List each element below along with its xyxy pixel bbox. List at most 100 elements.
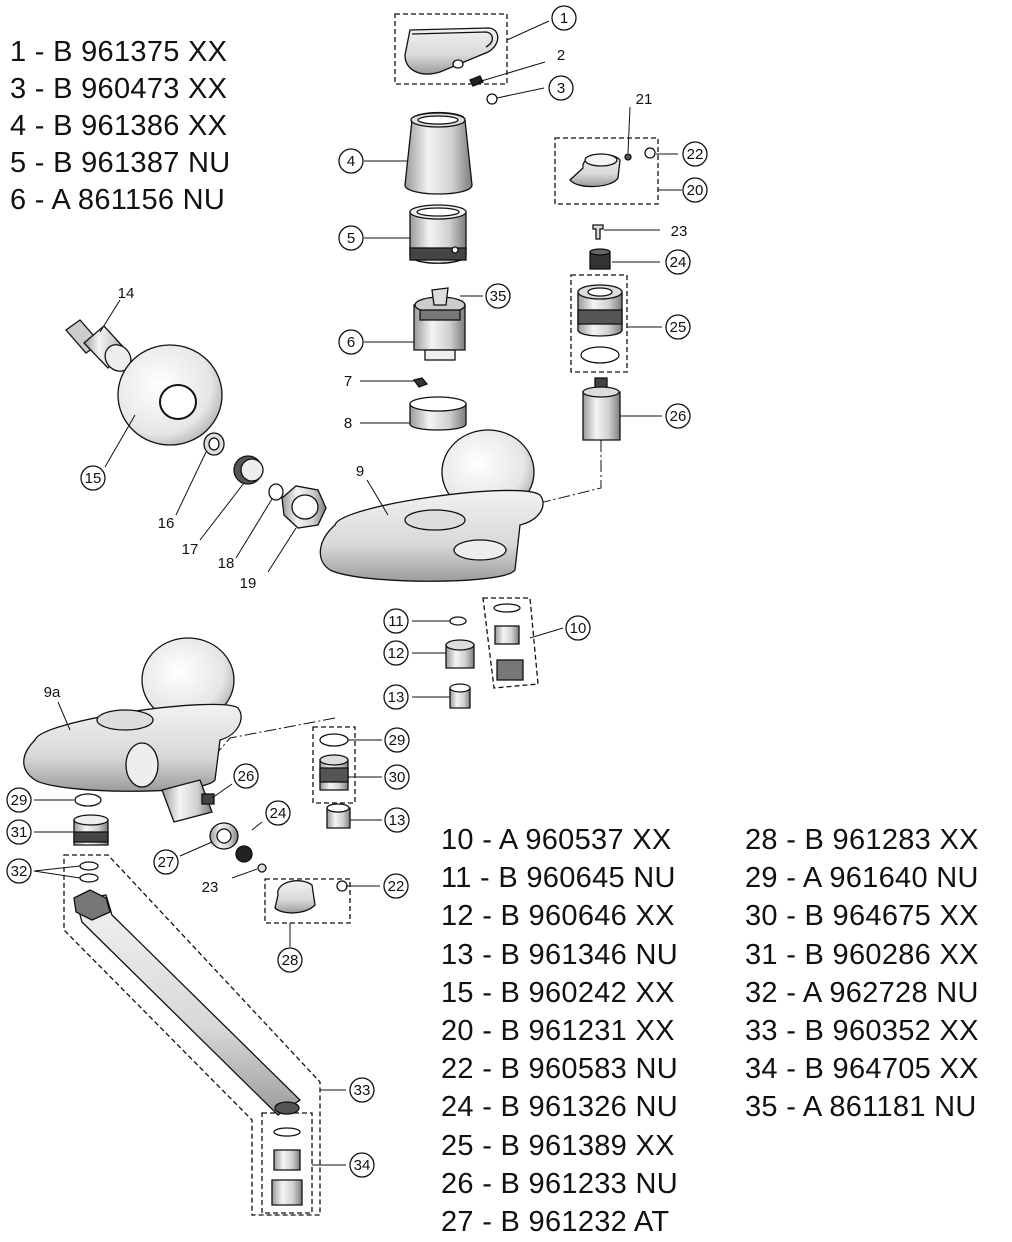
callout-12: 12 xyxy=(388,645,405,662)
part-26-valve-left xyxy=(161,779,215,823)
parts-list-item: 26 - B 961233 NU xyxy=(441,1167,678,1200)
callout-17: 17 xyxy=(182,541,199,558)
part-21-screw xyxy=(624,153,632,161)
part-23-screw xyxy=(592,224,604,240)
part-8-ring xyxy=(409,396,467,431)
part-22-cap xyxy=(644,147,656,159)
callout-14: 14 xyxy=(118,285,135,302)
callout-4: 4 xyxy=(347,153,355,170)
part-32-orings xyxy=(79,861,99,883)
callout-6: 6 xyxy=(347,334,355,351)
callout-26: 26 xyxy=(670,408,687,425)
part-5-ring-nut xyxy=(409,204,467,264)
part-24-adapter-left xyxy=(235,845,253,863)
callout-15: 15 xyxy=(85,470,102,487)
part-13-cap-right xyxy=(326,803,351,829)
part-15-rosette xyxy=(117,344,223,446)
part-30-bush xyxy=(319,754,349,791)
part-28-handle xyxy=(274,880,316,914)
callout-21: 21 xyxy=(636,91,653,108)
callout-10: 10 xyxy=(570,620,587,637)
part-20-handle xyxy=(569,153,621,188)
callout-29: 29 xyxy=(389,732,406,749)
part-3-cap xyxy=(486,93,498,105)
parts-list-item: 15 - B 960242 XX xyxy=(441,976,675,1009)
callout-22: 22 xyxy=(687,146,704,163)
group-boxes xyxy=(63,13,659,1216)
callout-28: 28 xyxy=(282,952,299,969)
parts-list-item: 1 - B 961375 XX xyxy=(10,36,228,68)
part-9-body xyxy=(319,429,544,582)
callout-labels: 1 2 3 4 5 6 7 8 9 9a 10 11 12 13 13 14 1… xyxy=(11,10,704,1174)
part-22-cap-left xyxy=(336,880,348,892)
parts-list-item: 13 - B 961346 NU xyxy=(441,938,678,971)
axis-line-9a xyxy=(184,717,336,791)
callout-27: 27 xyxy=(158,854,175,871)
part-25-bush xyxy=(577,284,623,364)
axis-line-cartridge xyxy=(469,440,602,521)
part-27-nut xyxy=(209,822,239,850)
parts-list-top: 1 - B 961375 XX 3 - B 960473 XX 4 - B 96… xyxy=(10,34,231,219)
part-31-union xyxy=(73,814,109,846)
callout-circles xyxy=(6,5,708,1178)
parts-list-item: 32 - A 962728 NU xyxy=(745,976,979,1009)
callout-32: 32 xyxy=(11,863,28,880)
callout-30: 30 xyxy=(389,769,406,786)
part-16-washer xyxy=(203,432,225,456)
part-10-aerator xyxy=(493,603,524,681)
callout-24: 24 xyxy=(670,254,687,271)
callout-16: 16 xyxy=(158,515,175,532)
part-23-screw-left xyxy=(257,863,267,873)
parts-list-item: 25 - B 961389 XX xyxy=(441,1129,675,1162)
parts-list-item: 10 - A 960537 XX xyxy=(441,824,672,856)
part-24-adapter xyxy=(589,248,611,270)
part-17-union xyxy=(233,455,264,485)
part-1-lever xyxy=(404,27,499,75)
callout-2: 2 xyxy=(557,47,565,64)
part-9a-body xyxy=(23,637,242,792)
callout-13: 13 xyxy=(388,689,405,706)
callout-24-left: 24 xyxy=(270,805,287,822)
group-box-20 xyxy=(554,137,659,205)
parts-list-item: 33 - B 960352 XX xyxy=(745,1014,979,1047)
parts-list-item: 27 - B 961232 AT xyxy=(441,1205,670,1238)
leader-lines xyxy=(33,20,682,1166)
callout-19: 19 xyxy=(240,575,257,592)
parts-list-item: 30 - B 964675 XX xyxy=(745,900,979,933)
callout-1: 1 xyxy=(560,10,568,27)
callout-8: 8 xyxy=(344,415,352,432)
callout-26-left: 26 xyxy=(238,768,255,785)
part-29-oring-left xyxy=(74,793,102,807)
callout-31: 31 xyxy=(11,824,28,841)
part-6-cartridge xyxy=(413,287,466,361)
callout-9: 9 xyxy=(356,463,364,480)
parts-list-item: 35 - A 861181 NU xyxy=(745,1091,977,1124)
part-2-screw xyxy=(469,75,484,87)
callout-25: 25 xyxy=(670,319,687,336)
part-7-screw xyxy=(412,377,429,388)
callout-13-right: 13 xyxy=(389,812,406,829)
parts-list-item: 34 - B 964705 XX xyxy=(745,1053,979,1086)
parts-list-item: 29 - A 961640 NU xyxy=(745,862,979,895)
parts-list-item: 11 - B 960645 NU xyxy=(441,862,676,895)
callout-7: 7 xyxy=(344,373,352,390)
parts-list-item: 6 - A 861156 NU xyxy=(10,184,226,216)
part-19-nut xyxy=(281,485,327,529)
callout-20: 20 xyxy=(687,182,704,199)
parts-list-item: 5 - B 961387 NU xyxy=(10,147,231,179)
part-11-oring xyxy=(449,616,467,626)
callout-29-left: 29 xyxy=(11,792,28,809)
callout-11: 11 xyxy=(388,613,404,630)
callout-33: 33 xyxy=(354,1082,371,1099)
parts-list-item: 12 - B 960646 XX xyxy=(441,900,675,933)
group-box-30 xyxy=(312,726,356,804)
parts-list-item: 20 - B 961231 XX xyxy=(441,1014,675,1047)
part-33-spout xyxy=(73,889,302,1116)
callout-22-left: 22 xyxy=(388,878,405,895)
callout-3: 3 xyxy=(557,80,565,97)
part-4-cover xyxy=(404,111,473,195)
parts-list-bottom-left: 10 - A 960537 XX 11 - B 960645 NU 12 - B… xyxy=(441,822,678,1242)
part-18-seal xyxy=(268,483,284,501)
callout-35: 35 xyxy=(490,288,507,305)
